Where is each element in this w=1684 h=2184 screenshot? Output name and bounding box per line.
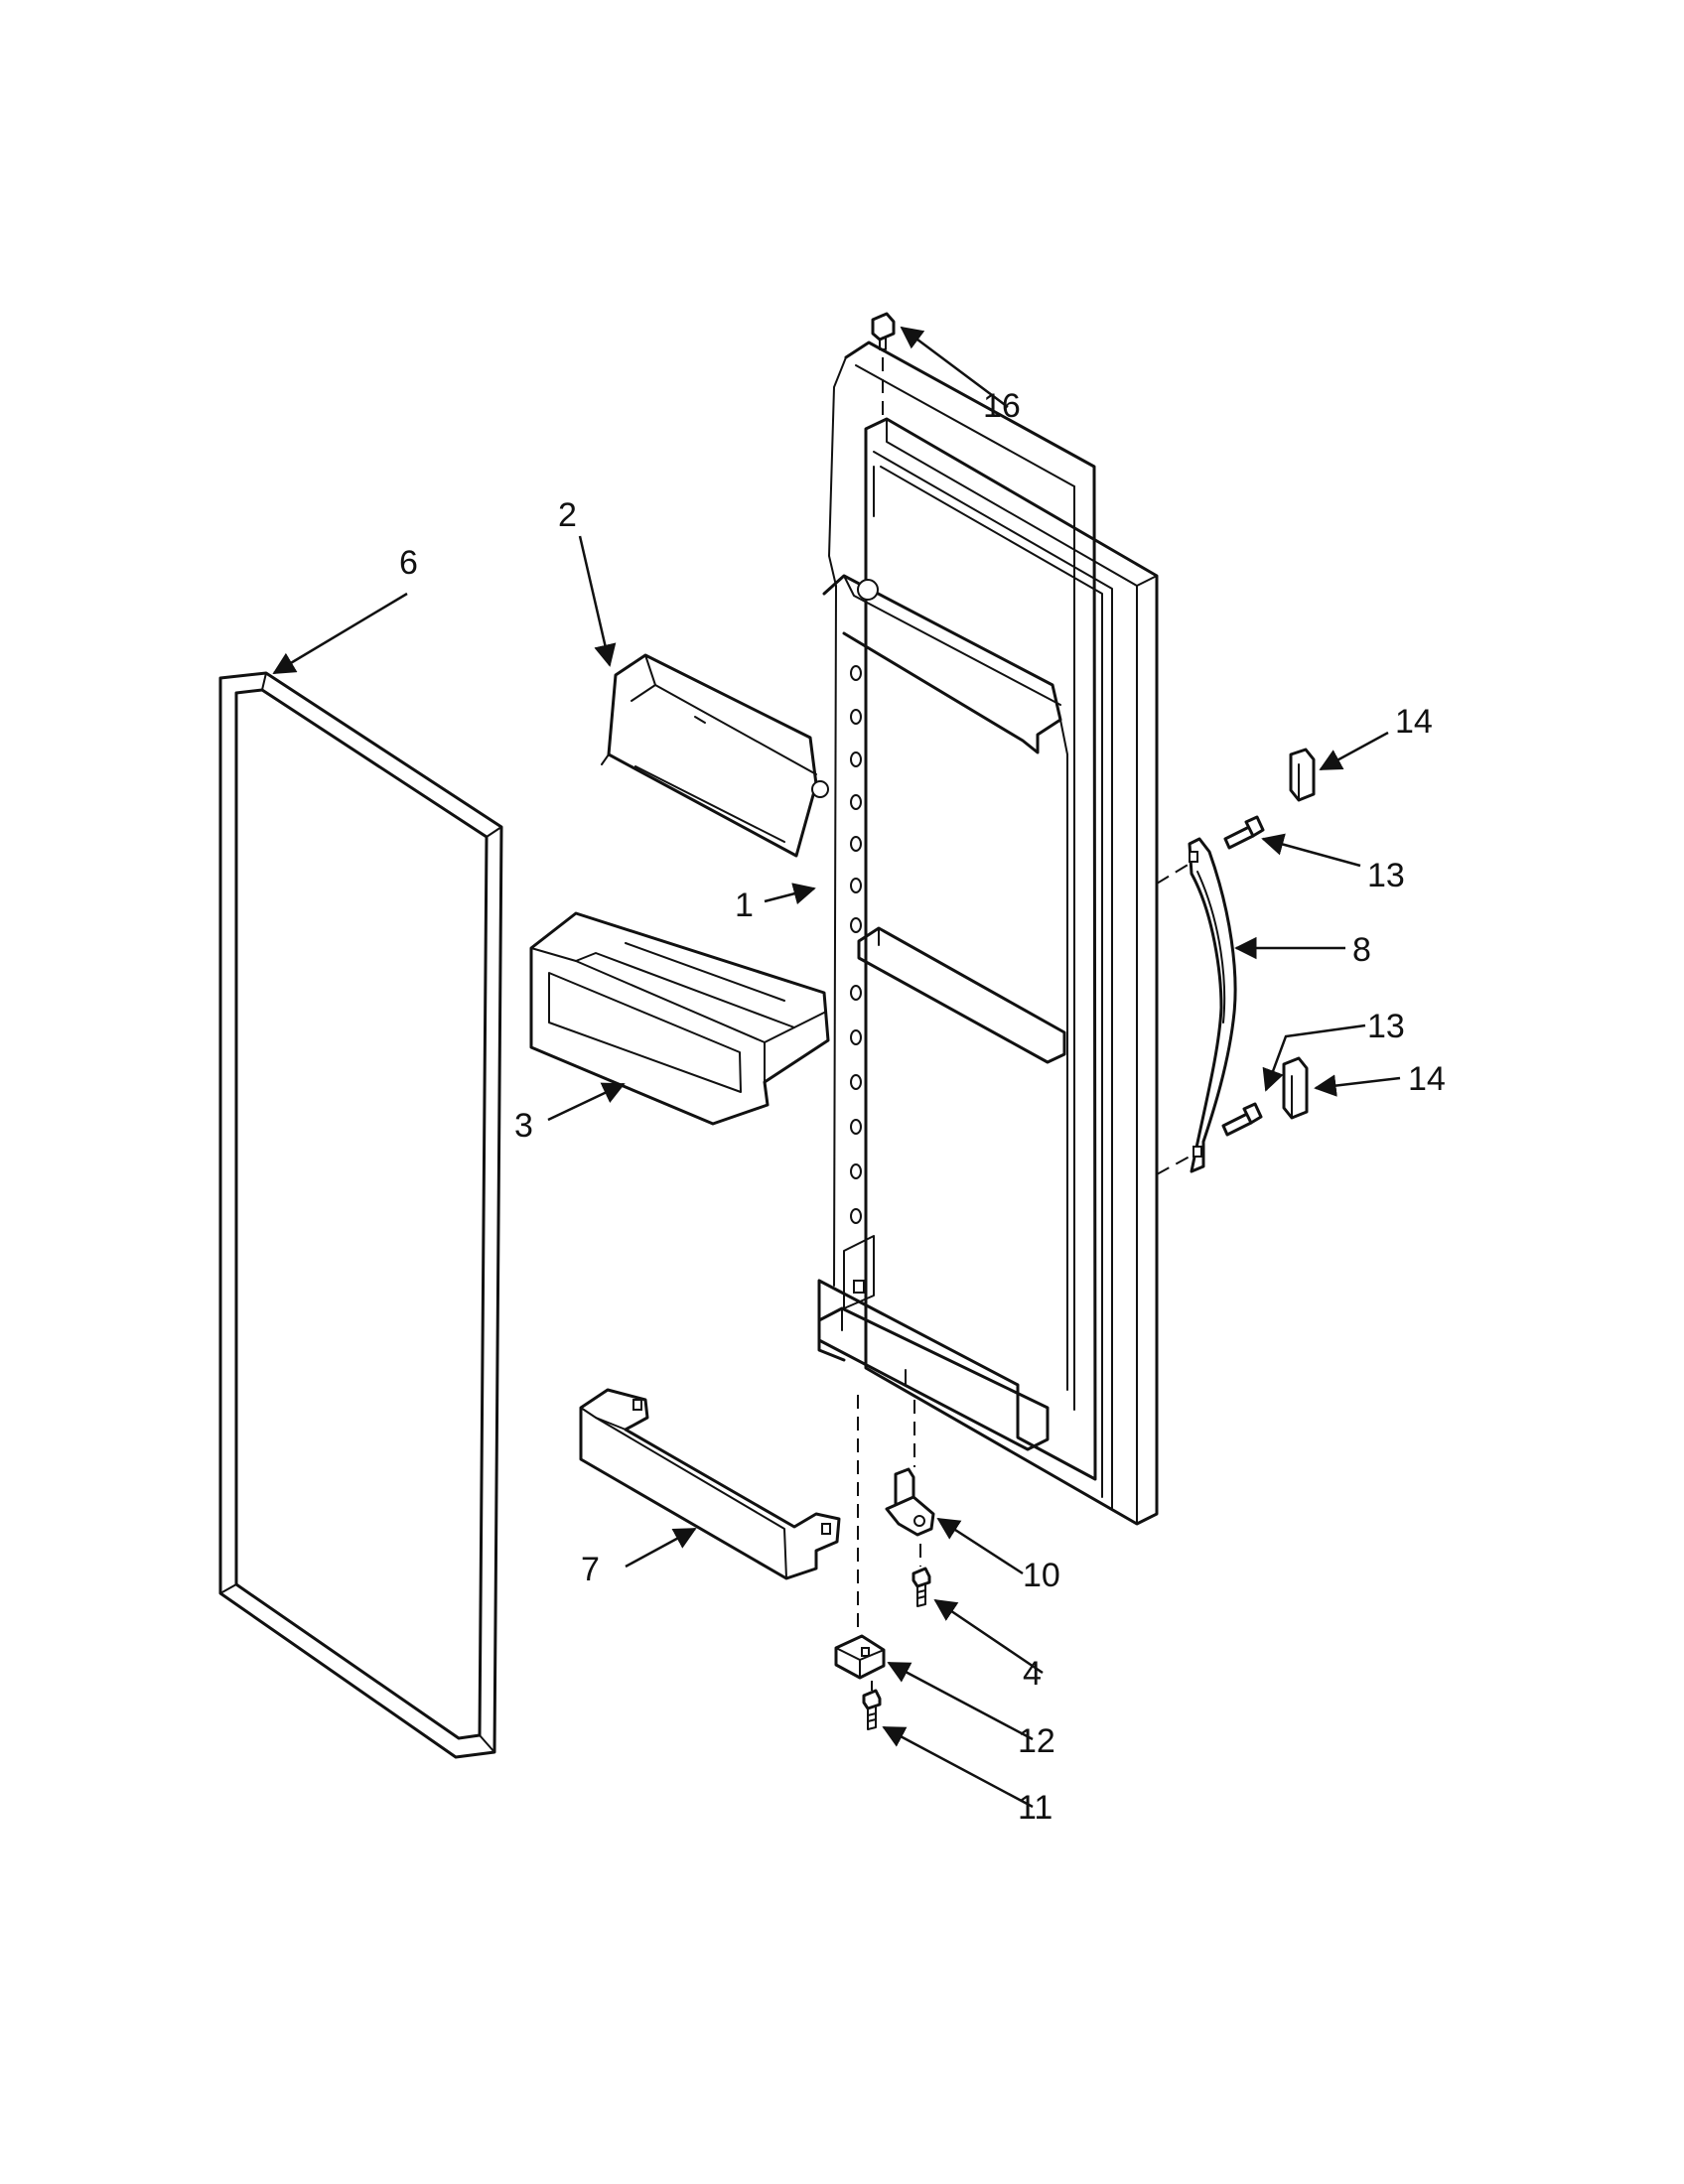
callout-11: 11 — [1018, 1789, 1052, 1827]
door-bin-part-3 — [529, 911, 830, 1126]
callout-6: 6 — [399, 544, 418, 582]
door-gasket-part-6 — [218, 671, 503, 1759]
handle-screw-part-13-lower — [1221, 1102, 1263, 1137]
callout-3: 3 — [514, 1107, 533, 1145]
door-bin-part-7 — [579, 1388, 841, 1580]
callout-labels: 6 2 1 3 7 16 14 13 8 13 14 10 4 12 11 — [399, 387, 1446, 1827]
leader-lines — [272, 326, 1401, 1809]
callout-14-lower: 14 — [1408, 1060, 1446, 1098]
door-assembly-part-1 — [817, 341, 1159, 1526]
shelf-adjust-holes — [850, 665, 862, 1224]
callout-13-upper: 13 — [1367, 857, 1405, 894]
dairy-door-part-2 — [601, 653, 829, 858]
hinge-screw-part-4 — [912, 1544, 931, 1607]
hinge-pin-part-16 — [871, 312, 896, 415]
callout-2: 2 — [558, 496, 577, 534]
callout-10: 10 — [1023, 1557, 1060, 1594]
callout-1: 1 — [735, 887, 754, 924]
callout-8: 8 — [1352, 931, 1371, 969]
end-cap-part-14-upper — [1289, 748, 1316, 802]
end-cap-part-14-lower — [1282, 1056, 1309, 1120]
callout-12: 12 — [1018, 1722, 1055, 1760]
handle-screw-part-13-upper — [1223, 815, 1265, 850]
callout-4: 4 — [1023, 1655, 1042, 1693]
callout-7: 7 — [581, 1551, 600, 1588]
hinge-part-10 — [885, 1400, 935, 1537]
screw-part-11 — [862, 1681, 882, 1730]
callout-16: 16 — [983, 387, 1021, 425]
callout-13-lower: 13 — [1367, 1008, 1405, 1045]
door-handle-part-8 — [1156, 837, 1237, 1175]
hinge-bracket-part-12 — [834, 1395, 886, 1680]
callout-14-upper: 14 — [1395, 703, 1433, 741]
